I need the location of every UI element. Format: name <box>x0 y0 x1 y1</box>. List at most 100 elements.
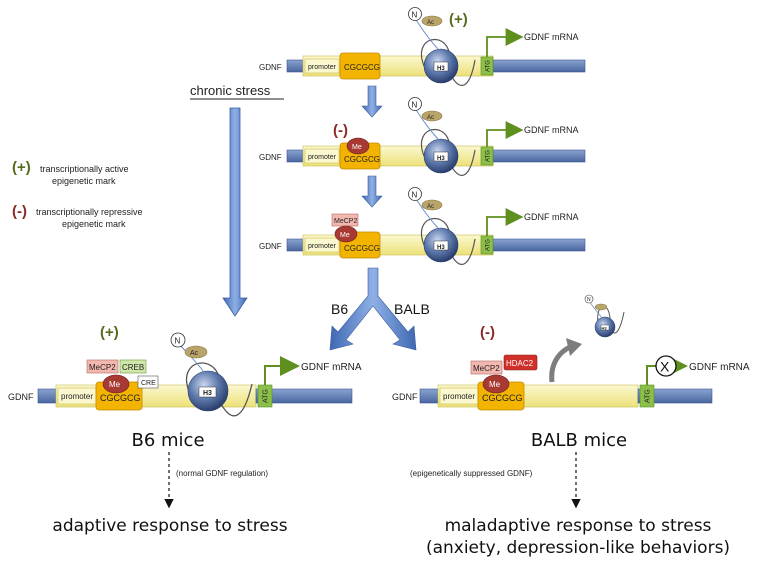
stage2-n-label: N <box>412 101 418 110</box>
b6-cre-label: CRE <box>141 380 156 387</box>
legend-minus-text-2: epigenetic mark <box>62 219 126 229</box>
stage3-acetyl-icon <box>421 199 443 211</box>
flow-arrow-1 <box>361 85 383 118</box>
stage1-ac-label: Ac <box>427 20 434 26</box>
b6-gene: (+) GDNF promoter CGCGCG MeCP2 CREB CRE … <box>8 324 362 417</box>
b6-note: (normal GDNF regulation) <box>176 469 268 478</box>
stage1-plus-mark: (+) <box>449 11 468 28</box>
chronic-stress-arrow <box>222 107 248 317</box>
stage2-me-label: Me <box>352 144 362 151</box>
stage1-atg-label: ATG <box>486 60 492 72</box>
stage1-acetyl-icon <box>421 15 443 27</box>
stage3-atg-label: ATG <box>486 239 492 251</box>
stage2-methyl-icon <box>346 137 370 155</box>
stage2-cpg-label: CGCGCG <box>344 155 380 164</box>
stage3-h3-label: H3 <box>437 245 445 251</box>
legend-minus-text-1: transcriptionally repressive <box>36 207 143 217</box>
chronic-stress-label: chronic stress <box>190 83 271 98</box>
b6-plus-mark: (+) <box>100 324 119 341</box>
b6-cre-icon <box>137 375 159 389</box>
balb-promoter-label: promoter <box>443 392 475 401</box>
legend-plus-text-1: transcriptionally active <box>40 164 129 174</box>
stage1-n-label: N <box>412 11 418 20</box>
stage1-n-terminal-icon <box>408 7 422 21</box>
stage1-h3-label: H3 <box>437 66 445 72</box>
b6-mice-title: B6 mice <box>131 430 204 451</box>
balb-mice-title: BALB mice <box>531 430 627 451</box>
balb-result-2: (anxiety, depression-like behaviors) <box>426 538 730 558</box>
balb-me-label: Me <box>489 380 501 389</box>
b6-gdnf-label: GDNF <box>8 392 34 402</box>
balb-atg-label: ATG <box>645 389 652 403</box>
balb-mrna-label: GDNF mRNA <box>689 362 750 373</box>
stage2-minus-mark: (-) <box>333 122 348 139</box>
stage2-gdnf-label: GDNF <box>259 153 282 162</box>
b6-promoter-label: promoter <box>61 392 93 401</box>
stage1-gene: GDNF promoter CGCGCG H3 N Ac (+) ATG GDN… <box>259 7 586 86</box>
blocked-transcription-icon <box>655 355 677 377</box>
stage3-promoter-label: promoter <box>308 243 337 250</box>
fork-b6-label: B6 <box>331 301 348 317</box>
stage2-gene: GDNF promoter CGCGCG Me (-) H3 N Ac ATG … <box>259 97 586 176</box>
stage2-n-terminal-icon <box>408 97 422 111</box>
b6-mrna-label: GDNF mRNA <box>301 362 362 373</box>
stage1-mrna-label: GDNF mRNA <box>524 32 579 42</box>
stage2-atg-label: ATG <box>486 150 492 162</box>
stage3-mecp2-label: MeCP2 <box>334 218 357 225</box>
balb-mecp2-label: MeCP2 <box>473 364 500 373</box>
legend-plus-text-2: epigenetic mark <box>52 176 116 186</box>
stage3-gdnf-label: GDNF <box>259 242 282 251</box>
balb-gene: (-) GDNF promoter CGCGCG MeCP2 HDAC2 Me … <box>392 294 750 411</box>
fork-balb-label: BALB <box>394 301 430 317</box>
flow-arrow-2 <box>361 175 383 208</box>
balb-methyl-icon <box>482 374 510 394</box>
b6-n-terminal-icon <box>170 332 186 348</box>
b6-result: adaptive response to stress <box>52 516 287 536</box>
balb-n-terminal-icon <box>584 294 594 304</box>
stage1-cpg-label: CGCGCG <box>344 63 380 72</box>
stage3-ac-label: Ac <box>427 204 434 210</box>
legend-plus-mark: (+) <box>12 159 31 176</box>
stage3-methyl-icon <box>334 225 358 243</box>
balb-gdnf-label: GDNF <box>392 392 418 402</box>
balb-x-label: X <box>660 359 670 375</box>
b6-n-label: N <box>175 337 181 346</box>
stage1-promoter-label: promoter <box>308 64 337 71</box>
stage2-h3-label: H3 <box>437 156 445 162</box>
balb-acetyl-icon <box>594 303 608 311</box>
b6-cpg-label: CGCGCG <box>100 393 141 403</box>
balb-h3-label: H3 <box>602 326 608 331</box>
fork-arrow <box>329 267 417 351</box>
stage2-mrna-label: GDNF mRNA <box>524 125 579 135</box>
stage3-me-label: Me <box>340 232 350 239</box>
stage2-ac-label: Ac <box>427 115 434 121</box>
stage3-n-terminal-icon <box>408 187 422 201</box>
legend-minus-mark: (-) <box>12 203 27 220</box>
balb-minus-mark: (-) <box>480 324 495 341</box>
b6-mecp2-label: MeCP2 <box>89 363 116 372</box>
b6-mecp2-icon <box>86 359 119 374</box>
balb-cpg-label: CGCGCG <box>482 393 523 403</box>
b6-ac-label: Ac <box>190 350 199 357</box>
balb-result-1: maladaptive response to stress <box>445 516 712 536</box>
balb-n-label: N <box>587 297 591 303</box>
b6-acetyl-icon <box>184 345 208 359</box>
b6-atg-label: ATG <box>263 389 270 403</box>
stage1-gdnf-label: GDNF <box>259 63 282 72</box>
stage3-mrna-label: GDNF mRNA <box>524 212 579 222</box>
balb-hdac2-label: HDAC2 <box>506 359 534 368</box>
b6-me-label: Me <box>109 380 121 389</box>
b6-h3-label: H3 <box>203 390 212 397</box>
balb-mecp2-icon <box>470 360 503 375</box>
stage3-gene: GDNF promoter CGCGCG MeCP2 Me H3 N Ac AT… <box>259 187 586 265</box>
stage3-cpg-label: CGCGCG <box>344 244 380 253</box>
b6-creb-icon <box>119 359 147 374</box>
stage2-acetyl-icon <box>421 110 443 122</box>
balb-hdac2-icon <box>503 354 538 371</box>
balb-note: (epigenetically suppressed GDNF) <box>410 469 533 478</box>
stage2-promoter-label: promoter <box>308 154 337 161</box>
stage3-n-label: N <box>412 191 418 200</box>
b6-creb-label: CREB <box>122 363 144 372</box>
